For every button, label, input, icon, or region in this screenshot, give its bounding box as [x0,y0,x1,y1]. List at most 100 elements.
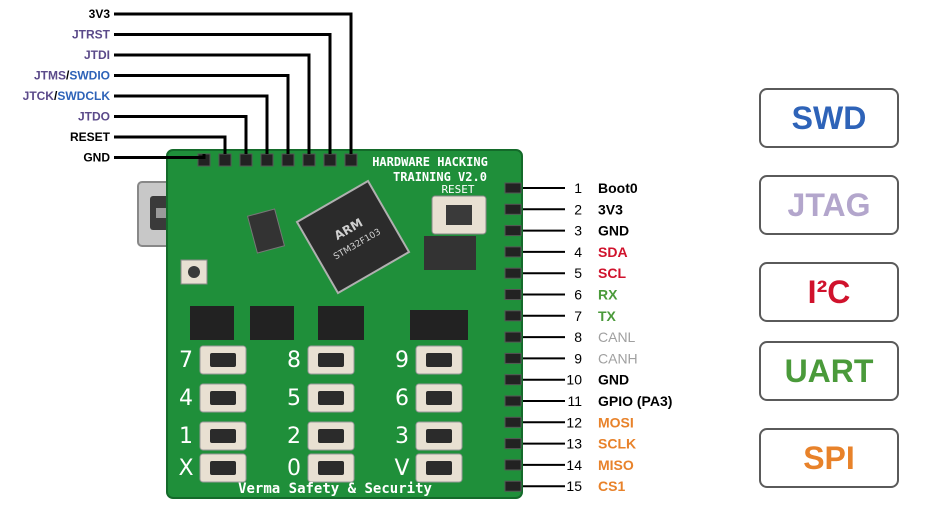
top-pin-label-part: GND [83,151,110,165]
top-pin [344,153,358,167]
keypad-label: 9 [395,348,409,373]
top-pin-label-part: JTDI [84,48,110,62]
top-header-pins [197,153,358,167]
top-pin-label-part: JTDO [78,110,110,124]
pcb-board: HARDWARE HACKING TRAINING V2.0 ARM STM32… [137,149,523,499]
keypad-label: 3 [395,424,409,449]
keypad-label: 7 [179,348,193,373]
top-pin-label: GND [83,151,110,165]
legend-item-swd: SWD [759,88,899,148]
side-pin-number: 2 [574,201,582,217]
ic-1 [190,306,234,340]
side-pin-number: 4 [574,244,582,260]
side-pin-number: 7 [574,308,582,324]
top-pin-label-part: JTCK [23,89,55,103]
side-pin [504,374,522,386]
top-pin-label-part: 3V3 [89,7,111,21]
keypad-switch-cap [426,429,452,443]
keypad-label: 1 [179,424,193,449]
top-pin-leader [114,135,227,154]
top-pin-leader [114,94,269,154]
side-header-pins [504,182,522,492]
side-pin-number: 14 [566,457,582,473]
side-pin-number: 15 [566,478,582,494]
top-pin-label: JTDI [84,48,110,62]
top-pin-label-part: / [66,69,70,83]
keypad-switch-cap [210,353,236,367]
top-pin-label: 3V3 [89,7,111,21]
keypad-switch-cap [426,353,452,367]
board-title-line1: HARDWARE HACKING [372,155,488,169]
side-pin [504,459,522,471]
keypad-switch-cap [210,461,236,475]
side-pin-number: 5 [574,265,582,281]
crystal [246,208,286,254]
side-pin-number: 12 [566,414,582,430]
side-pin [504,395,522,407]
keypad-label: 6 [395,386,409,411]
keypad-label: X [178,456,193,481]
side-pin-label: SDA [598,244,628,260]
top-pin [239,153,253,167]
keypad-label: 2 [287,424,301,449]
side-pin [504,416,522,428]
keypad-label: 4 [179,386,193,411]
top-pin-label-part: JTMS [34,69,66,83]
ic-2 [250,306,294,340]
legend-item-ic: I²C [759,262,899,322]
side-pin-number: 8 [574,329,582,345]
side-pin [504,182,522,194]
keypad-label: 8 [287,348,301,373]
side-pin-label: SCLK [598,436,636,452]
side-pin-label: 3V3 [598,201,623,217]
side-pin [504,480,522,492]
side-pin-label: TX [598,308,617,324]
top-pin [281,153,295,167]
side-pin [504,352,522,364]
side-pin [504,267,522,279]
top-pin-leader [114,53,311,154]
side-pin-number: 10 [566,372,582,388]
top-pin [260,153,274,167]
keypad-switch-cap [318,353,344,367]
top-pin-label: JTMS/SWDIO [34,69,110,83]
top-pin-label-part: JTRST [72,28,111,42]
keypad-switch-cap [426,391,452,405]
side-pin [504,331,522,343]
side-pin-label: RX [598,287,618,303]
side-pin-label: GPIO (PA3) [598,393,672,409]
keypad-switch-cap [318,429,344,443]
top-pin-leader [114,12,353,154]
side-pin-number: 3 [574,223,582,239]
side-pin-label: CS1 [598,478,625,494]
side-pin [504,203,522,215]
side-pin-label: Boot0 [598,180,638,196]
ic-4 [410,310,468,340]
ic-3 [318,306,364,340]
side-pin [504,225,522,237]
side-pin-label: MISO [598,457,634,473]
regulator [424,236,476,270]
side-pin-label: MOSI [598,414,634,430]
top-pin [302,153,316,167]
top-pin-leader [114,74,290,154]
top-pin-label: RESET [70,130,111,144]
side-pin-label: CANL [598,329,636,345]
top-pin-label: JTDO [78,110,110,124]
side-pin-label: SCL [598,265,626,281]
legend-item-spi: SPI [759,428,899,488]
side-pin-label: CANH [598,350,638,366]
top-pin-label-part: SWDCLK [57,89,110,103]
top-pin-leader [114,115,248,154]
side-pin-number: 1 [574,180,582,196]
top-pin-label-part: RESET [70,130,111,144]
top-pin-leader [114,33,332,154]
keypad-switch-cap [426,461,452,475]
legend-item-uart: UART [759,341,899,401]
side-pin [504,289,522,300]
board-footer: Verma Safety & Security [238,481,432,497]
side-pin-number: 13 [566,436,582,452]
